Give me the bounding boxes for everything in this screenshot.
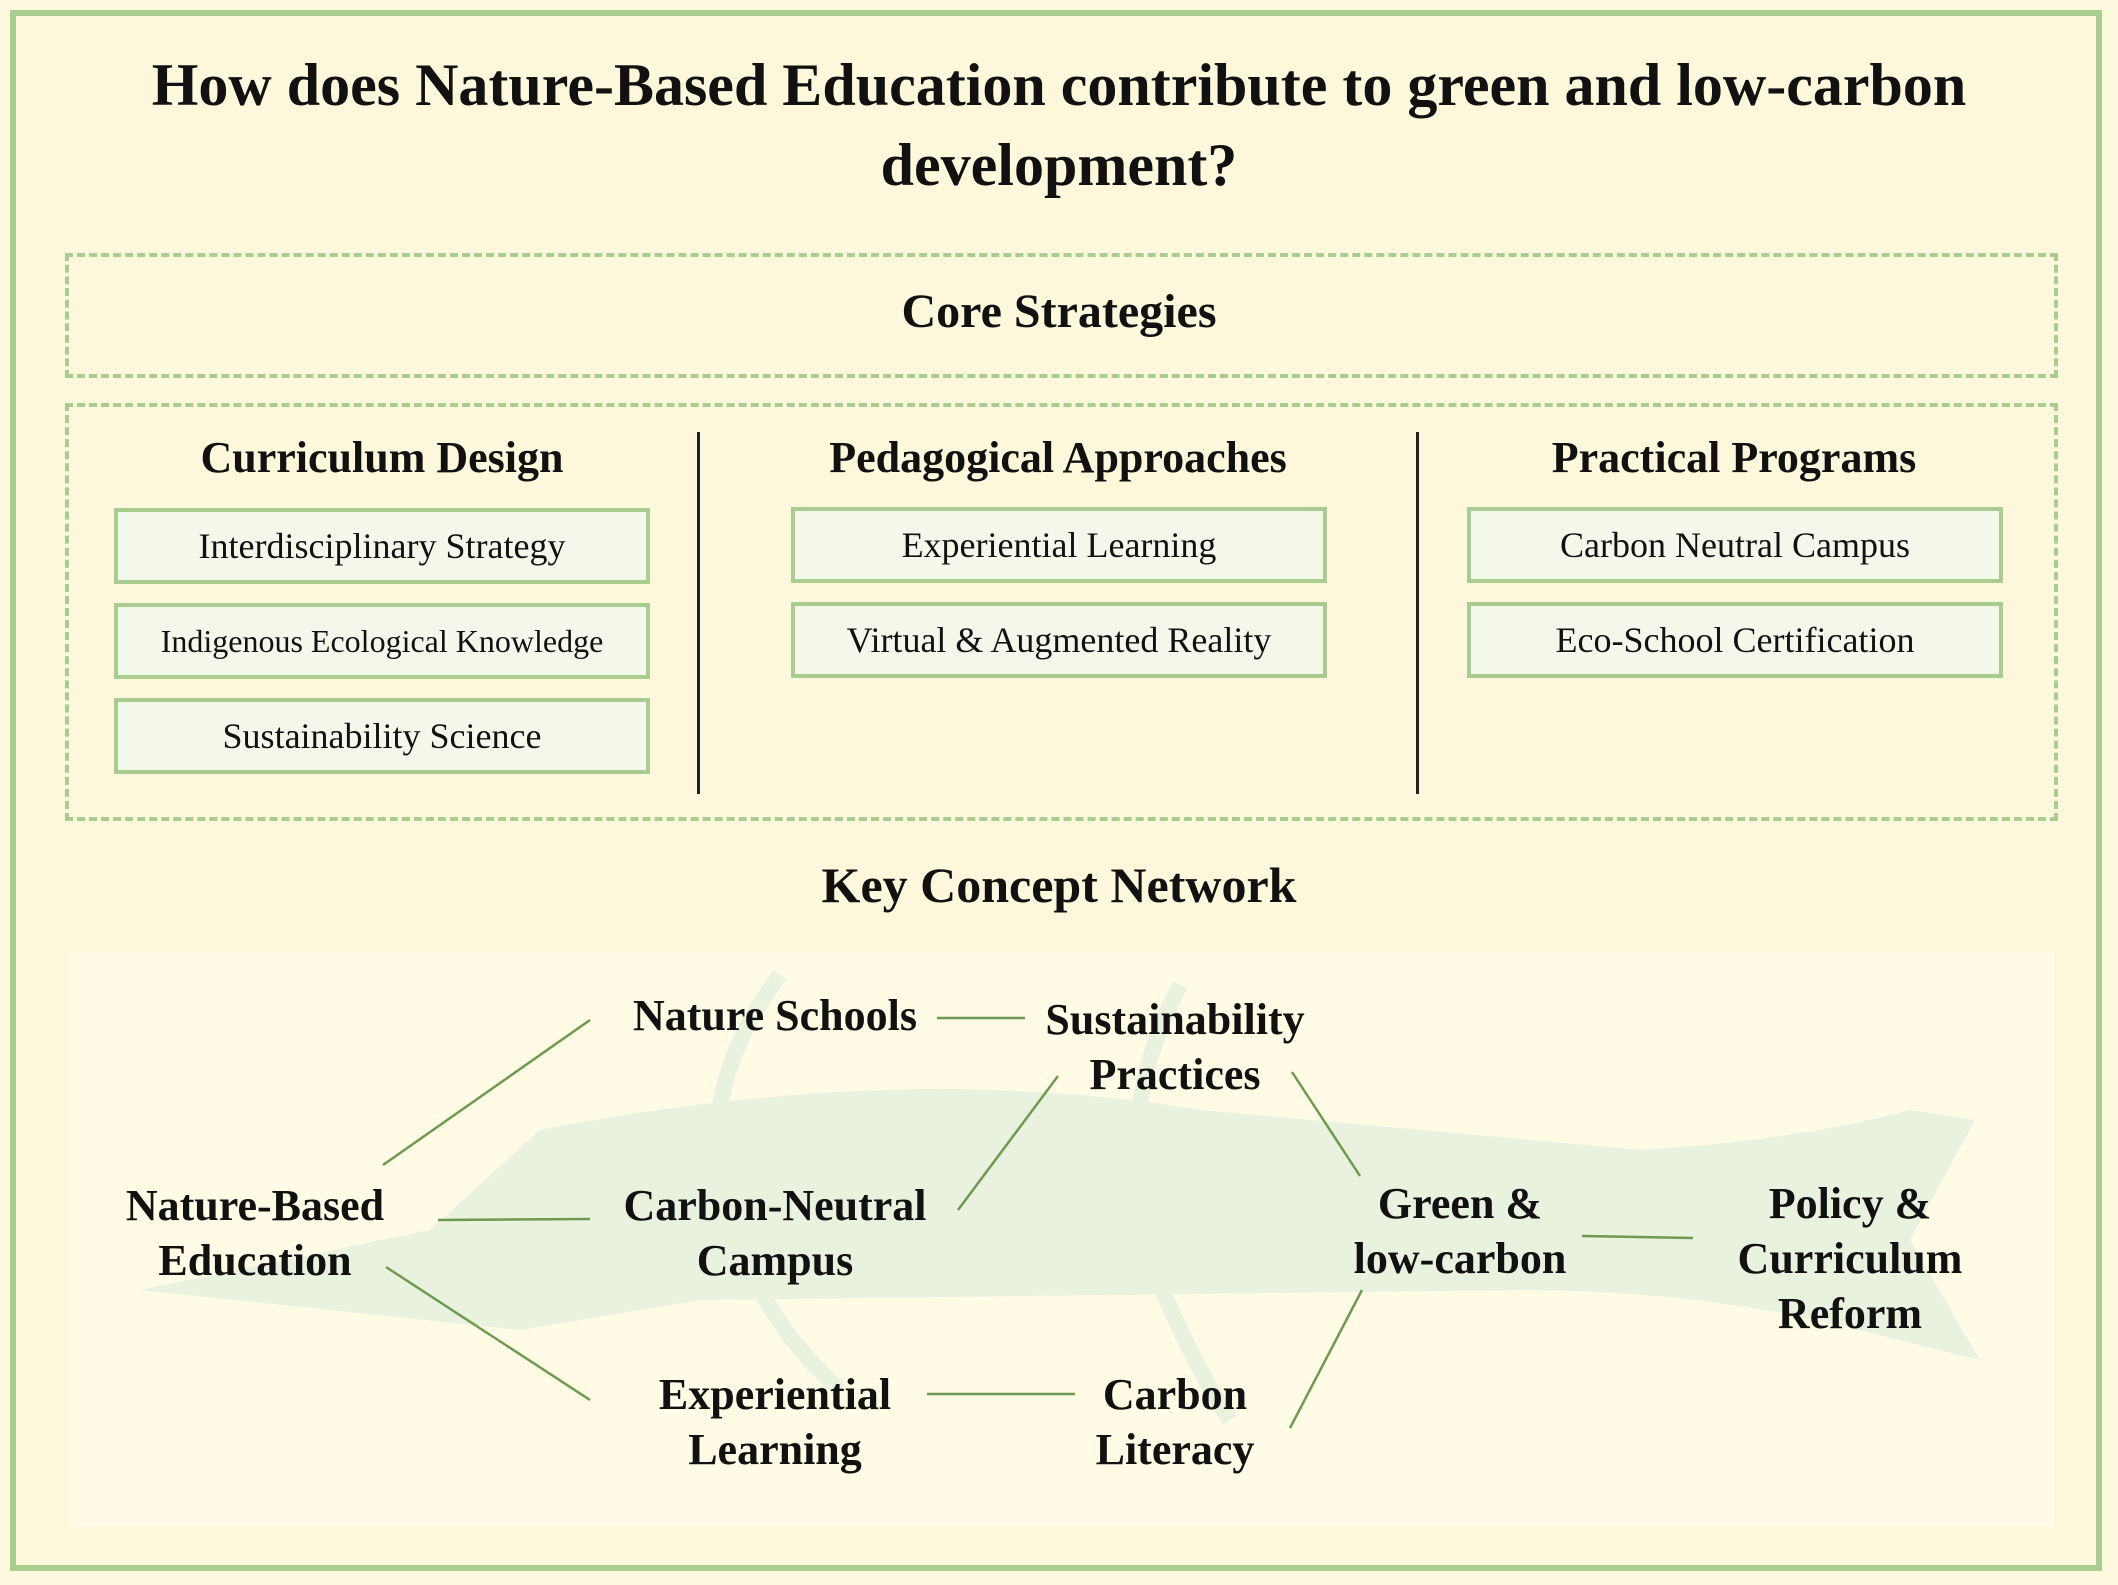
node-carbon-literacy: Carbon Literacy (1095, 1370, 1255, 1474)
fish-body-shape (140, 1089, 1980, 1360)
fish-eye-shape (276, 1144, 324, 1192)
column-title-pedagogical-approaches: Pedagogical Approaches (829, 433, 1287, 482)
fish-watermark (140, 970, 1980, 1425)
node-policy-curriculum-reform: Policy & Curriculum Reform (1737, 1179, 1963, 1338)
fish-rib-1 (708, 970, 846, 1397)
column-title-practical-programs: Practical Programs (1551, 433, 1917, 482)
edge-group (382, 1016, 1694, 1429)
edge-nbe-cnc (437, 1217, 591, 1222)
node-sustainability-practices: Sustainability Practices (1045, 995, 1305, 1099)
item-eco-school-certification: Eco-School Certification (1467, 602, 2003, 678)
column-divider (1416, 432, 1419, 794)
edge-nbe-el (385, 1265, 591, 1402)
node-green-low-carbon: Green & low-carbon (1353, 1179, 1567, 1283)
item-interdisciplinary-strategy: Interdisciplinary Strategy (114, 508, 650, 584)
item-indigenous-ecological-knowledge: Indigenous Ecological Knowledge (114, 603, 650, 679)
edge-sp-glc (1290, 1071, 1362, 1177)
strategies-box (65, 403, 2058, 821)
node-experiential-learning: Experiential Learning (658, 1370, 892, 1474)
node-carbon-neutral-campus: Carbon-Neutral Campus (623, 1181, 927, 1285)
key-concept-network-title: Key Concept Network (821, 857, 1297, 913)
page-title: How does Nature-Based Education contribu… (151, 52, 1967, 198)
edge-glc-pcr (1581, 1234, 1694, 1240)
node-nature-based-education: Nature-Based Education (125, 1181, 385, 1285)
fish-rib-2 (1127, 981, 1237, 1425)
core-strategies-title: Core Strategies (901, 285, 1217, 338)
node-nature-schools: Nature Schools (633, 991, 917, 1040)
edge-nbe-ns (382, 1018, 591, 1167)
item-carbon-neutral-campus: Carbon Neutral Campus (1467, 507, 2003, 583)
item-virtual-augmented-reality: Virtual & Augmented Reality (791, 602, 1327, 678)
item-sustainability-science: Sustainability Science (114, 698, 650, 774)
column-divider (697, 432, 700, 794)
item-experiential-learning: Experiential Learning (791, 507, 1327, 583)
edge-cl-glc (1288, 1289, 1364, 1429)
core-strategies-header-box (65, 253, 2058, 378)
edge-cnc-sp (956, 1075, 1060, 1211)
column-title-curriculum-design: Curriculum Design (200, 433, 564, 482)
